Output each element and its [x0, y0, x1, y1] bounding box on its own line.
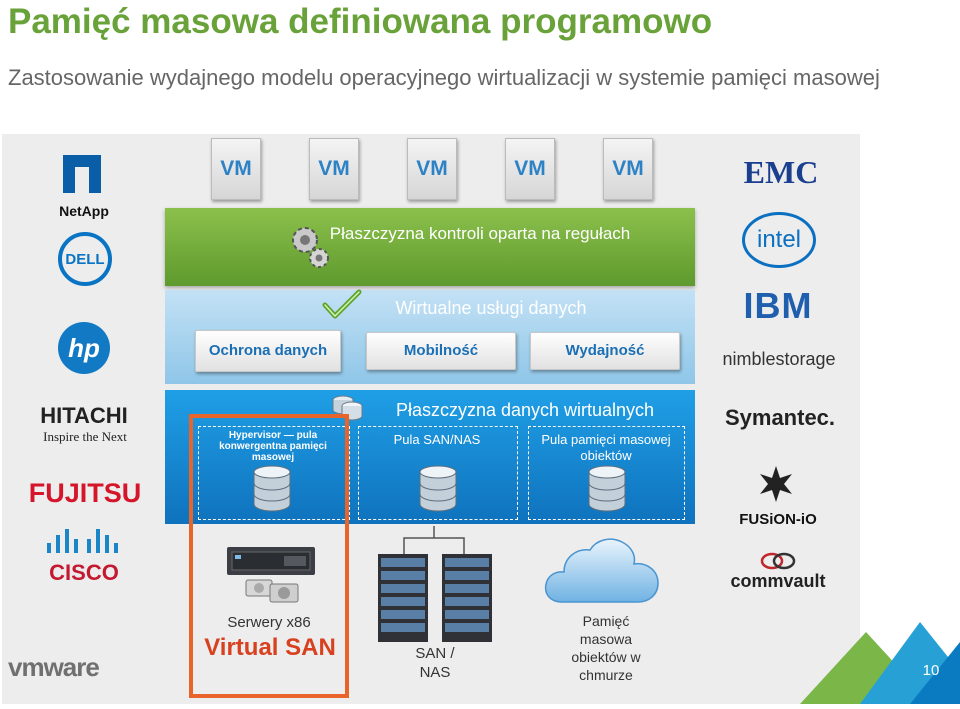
emc-logo: EMC [743, 153, 819, 190]
san-nas-rack-icon [374, 526, 496, 649]
netapp-logo [56, 148, 108, 200]
vm-box-3: VM [407, 138, 457, 200]
virtual-san-highlight [189, 414, 349, 698]
vm-box-4: VM [505, 138, 555, 200]
san-nas-label: SAN / NAS [415, 645, 455, 681]
san-nas-pool-label: Pula SAN/NAS [393, 432, 481, 447]
slide-subtitle: Zastosowanie wydajnego modelu operacyjne… [8, 65, 880, 90]
hitachi-tagline: Inspire the Next [43, 429, 127, 444]
virtual-san-label: Virtual SAN [204, 634, 336, 661]
dell-logo: DELL [58, 232, 112, 286]
wydajnosc-button[interactable]: Wydajność [530, 332, 680, 370]
object-pool-box[interactable] [528, 426, 685, 520]
fusion-io-icon [754, 464, 798, 504]
ibm-logo: IBM [738, 285, 818, 326]
netapp-icon [63, 155, 101, 193]
cloud-storage-label: Pamięć masowa obiektów w chmurze [571, 613, 641, 683]
hypervisor-pool-label: Hypervisor — pula konwergentna pamięci m… [219, 430, 327, 463]
commvault-logo: commvault [730, 570, 826, 591]
control-plane-label: Płaszczyzna kontroli oparta na regułach [329, 224, 631, 243]
commvault-icon [758, 550, 798, 572]
hypervisor-pool-box[interactable] [198, 426, 350, 520]
vm-box-1: VM [211, 138, 261, 200]
ochrona-danych-button[interactable]: Ochrona danych [195, 330, 341, 372]
hitachi-logo: HITACHI [40, 403, 128, 428]
control-plane-bar [165, 208, 695, 286]
server-icon [226, 546, 316, 615]
symantec-logo: Symantec. [724, 405, 836, 430]
corner-decoration [800, 572, 960, 709]
vm-box-5: VM [603, 138, 653, 200]
database-stack-icon [330, 392, 364, 427]
nimblestorage-logo: nimblestorage [722, 348, 836, 369]
cisco-logo: CISCO [49, 560, 119, 585]
san-nas-pool-box[interactable] [358, 426, 518, 520]
page-number: 10 [922, 662, 940, 679]
intel-logo: intel [742, 212, 816, 268]
slide-title: Pamięć masowa definiowana programowo [8, 2, 713, 41]
database-icon [418, 464, 458, 517]
servers-label: Serwery x86 [227, 614, 311, 631]
checkmark-icon [322, 289, 362, 326]
object-pool-label: Pula pamięci masowej obiektów [541, 432, 671, 463]
hp-logo: hp [58, 322, 110, 374]
mobilnosc-button[interactable]: Mobilność [366, 332, 516, 370]
gear-icon [287, 222, 331, 275]
vm-box-2: VM [309, 138, 359, 200]
fujitsu-logo: FUJITSU [28, 477, 142, 508]
data-plane-title: Płaszczyzna danych wirtualnych [395, 400, 655, 420]
netapp-label: NetApp [59, 203, 109, 219]
vmware-logo: vmware [8, 652, 100, 682]
database-icon [252, 464, 292, 517]
cisco-bars-icon [40, 528, 126, 558]
data-services-title: Wirtualne usługi danych [395, 298, 587, 318]
database-icon [587, 464, 627, 517]
cloud-icon [542, 536, 670, 613]
fusion-io-logo: FUSiON-iO [739, 510, 817, 528]
